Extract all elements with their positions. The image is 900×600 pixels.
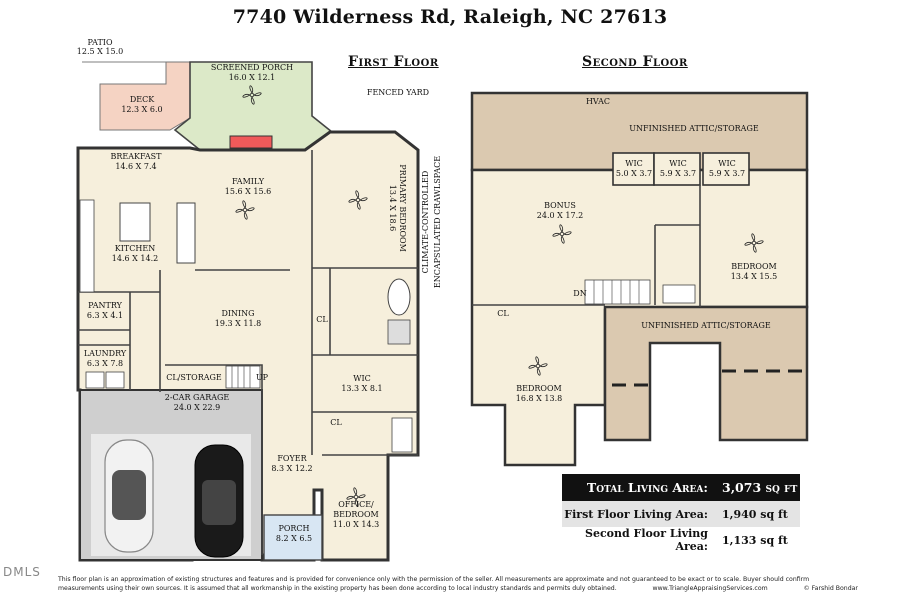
second-floor-area-row: Second Floor Living Area: 1,133 sq ft: [562, 527, 800, 553]
wic2-name: WIC: [669, 159, 687, 168]
dining-dims: 19.3 X 11.8: [215, 319, 261, 328]
breakfast-dims: 14.6 X 7.4: [115, 162, 156, 171]
wic-box-1: [612, 152, 655, 186]
first-floor-plan: PATIO 12.5 X 15.0 SCREENED PORCH 16.0 X …: [76, 38, 442, 562]
foyer-dims: 8.3 X 12.2: [271, 464, 312, 473]
hvac-label: HVAC: [586, 97, 610, 106]
deck-name: DECK: [130, 95, 155, 104]
office-line2: BEDROOM: [333, 510, 378, 519]
living-area-table: Total Living Area: 3,073 sq ft First Flo…: [562, 474, 800, 553]
porch-dims: 8.2 X 6.5: [276, 534, 312, 543]
total-living-area-row: Total Living Area: 3,073 sq ft: [562, 474, 800, 501]
disclaimer-line2-row: measurements using their own sources. It…: [58, 584, 858, 593]
wic3-name: WIC: [718, 159, 736, 168]
stairs-second: [584, 279, 651, 305]
washer: [85, 371, 105, 389]
wic1-name: WIC: [625, 159, 643, 168]
attic-top-label: UNFINISHED ATTIC/STORAGE: [629, 124, 759, 133]
crawlspace-line2: ENCAPSULATED CRAWLSPACE: [433, 156, 442, 288]
second-floor-area-label: Second Floor Living Area:: [585, 527, 708, 553]
shower-2: [391, 417, 413, 453]
wall-storage: [165, 364, 263, 390]
kitchen-counter: [176, 202, 196, 264]
second-floor-area-value: 1,133 sq ft: [722, 533, 788, 547]
stairs-down-label: DN: [573, 289, 586, 298]
patio-name: PATIO: [87, 38, 112, 47]
screened-porch-name: SCREENED PORCH: [211, 63, 293, 72]
total-living-area-value: 3,073 sq ft: [722, 480, 798, 495]
car-black: [194, 444, 244, 558]
closet-label-2: CL: [330, 418, 342, 427]
bedroom-left-name: BEDROOM: [516, 384, 561, 393]
kitchen-dims: 14.6 X 14.2: [112, 254, 158, 263]
bonus-name: BONUS: [544, 201, 576, 210]
bathtub-second: [662, 284, 696, 304]
bedroom-right-name: BEDROOM: [731, 262, 776, 271]
office-dims: 11.0 X 14.3: [333, 520, 379, 529]
stairs-first: [225, 365, 261, 389]
bedroom-right-dims: 13.4 X 15.5: [731, 272, 777, 281]
deck-dims: 12.3 X 6.0: [121, 105, 162, 114]
office-line1: OFFICE/: [338, 500, 374, 509]
stairs-up-label: UP: [256, 373, 269, 382]
wic-box-2: [653, 152, 701, 186]
first-floor-area-row: First Floor Living Area: 1,940 sq ft: [562, 501, 800, 527]
family-dims: 15.6 X 15.6: [225, 187, 271, 196]
attic-bottom-label: UNFINISHED ATTIC/STORAGE: [641, 321, 771, 330]
disclaimer: This floor plan is an approximation of e…: [58, 575, 858, 593]
dining-name: DINING: [221, 309, 254, 318]
family-name: FAMILY: [232, 177, 265, 186]
disclaimer-line1: This floor plan is an approximation of e…: [58, 576, 810, 583]
laundry-name: LAUNDRY: [84, 349, 127, 358]
patio-dims: 12.5 X 15.0: [77, 47, 123, 56]
shower: [387, 319, 411, 345]
bonus-dims: 24.0 X 17.2: [537, 211, 583, 220]
car-white: [104, 439, 154, 553]
pantry-dims: 6.3 X 4.1: [87, 311, 123, 320]
garage-name: 2-CAR GARAGE: [165, 393, 230, 402]
kitchen-island: [119, 202, 151, 242]
screened-porch-dims: 16.0 X 12.1: [229, 73, 275, 82]
copyright-credit: © Farshid Bondar: [803, 585, 858, 592]
wic2-dims: 5.9 X 3.7: [660, 169, 696, 178]
wic-name: WIC: [353, 374, 371, 383]
front-porch: [263, 514, 323, 561]
closet-storage-label: CL/STORAGE: [166, 373, 222, 382]
wic3-dims: 5.9 X 3.7: [709, 169, 745, 178]
first-floor-area-label: First Floor Living Area:: [564, 507, 708, 521]
wic-dims: 13.3 X 8.1: [341, 384, 382, 393]
total-living-area-label: Total Living Area:: [586, 480, 708, 495]
fenced-yard-label: FENCED YARD: [367, 88, 429, 97]
crawlspace-line1: CLIMATE-CONTROLLED: [421, 171, 430, 274]
wic-box-3: [702, 152, 750, 186]
bathtub: [387, 278, 411, 316]
disclaimer-line2: measurements using their own sources. It…: [58, 585, 617, 592]
pantry-name: PANTRY: [88, 301, 123, 310]
mls-logo: DMLS: [3, 565, 41, 579]
second-floor-plan: HVAC UNFINISHED ATTIC/STORAGE WIC 5.0 X …: [470, 91, 809, 467]
garage-dims: 24.0 X 22.9: [174, 403, 220, 412]
kitchen-name: KITCHEN: [115, 244, 155, 253]
primary-bedroom-name: PRIMARY BEDROOM: [398, 164, 407, 252]
first-floor-area-value: 1,940 sq ft: [722, 507, 788, 521]
fireplace: [229, 135, 273, 149]
second-floor-title: Second Floor: [582, 54, 688, 70]
kitchen-wall-counter: [79, 199, 95, 293]
bedroom-left-dims: 16.8 X 13.8: [516, 394, 562, 403]
foyer-name: FOYER: [277, 454, 307, 463]
attic-bottom: [603, 305, 809, 442]
primary-bedroom-dims: 13.4 X 18.6: [388, 185, 397, 231]
first-floor-title: First Floor: [348, 54, 439, 70]
wic1-dims: 5.0 X 3.7: [616, 169, 652, 178]
closet-label-1: CL: [316, 315, 328, 324]
porch-name: PORCH: [278, 524, 309, 533]
dryer: [105, 371, 125, 389]
page-title: 7740 Wilderness Rd, Raleigh, NC 27613: [232, 6, 668, 28]
website-link[interactable]: www.TriangleAppraisingServices.com: [652, 585, 768, 592]
laundry-dims: 6.3 X 7.8: [87, 359, 123, 368]
breakfast-name: BREAKFAST: [111, 152, 163, 161]
closet-second-label: CL: [497, 309, 509, 318]
